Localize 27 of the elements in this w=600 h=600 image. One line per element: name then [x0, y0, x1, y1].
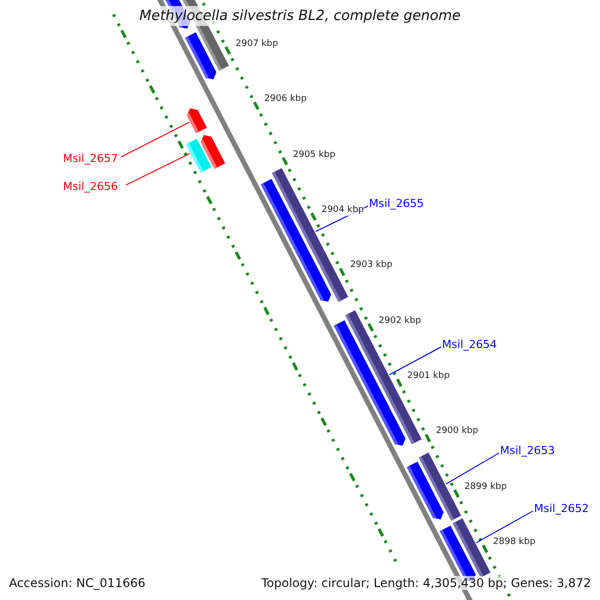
leader-line	[476, 510, 534, 544]
scale-label: 2906 kbp	[264, 94, 307, 105]
gene-label: Msil_2656	[63, 180, 118, 193]
gene-label: Msil_2655	[369, 196, 424, 210]
scale-label: 2900 kbp	[436, 426, 478, 438]
leader-line	[445, 452, 500, 485]
gene-label: Msil_2657	[63, 152, 118, 165]
gene-label: Msil_2652	[534, 502, 589, 515]
leader-line	[389, 346, 442, 376]
scale-label: 2903 kbp	[350, 260, 392, 272]
scale-label: 2905 kbp	[292, 150, 336, 160]
scale-label: 2899 kbp	[464, 482, 507, 493]
gene-feature	[186, 138, 212, 173]
scale-label: 2901 kbp	[407, 371, 450, 382]
footer-text: Topology: circular; Length: 4,305,430 bp; Genes: 3,872	[261, 576, 591, 590]
gene-feature	[186, 108, 207, 134]
leader-line	[120, 122, 190, 158]
gene-feature	[418, 452, 462, 521]
gene-feature	[452, 518, 490, 578]
leader-line	[126, 153, 190, 186]
scale-label: 2907 kbp	[236, 38, 278, 50]
scale-label: 2898 kbp	[493, 537, 536, 548]
footer-text: Accession: NC_011666	[9, 576, 146, 590]
gene-label: Msil_2654	[442, 338, 497, 351]
scale-label: 2902 kbp	[378, 316, 422, 326]
gene-label: Msil_2653	[500, 444, 555, 457]
scale-label: 2904 kbp	[321, 204, 364, 216]
